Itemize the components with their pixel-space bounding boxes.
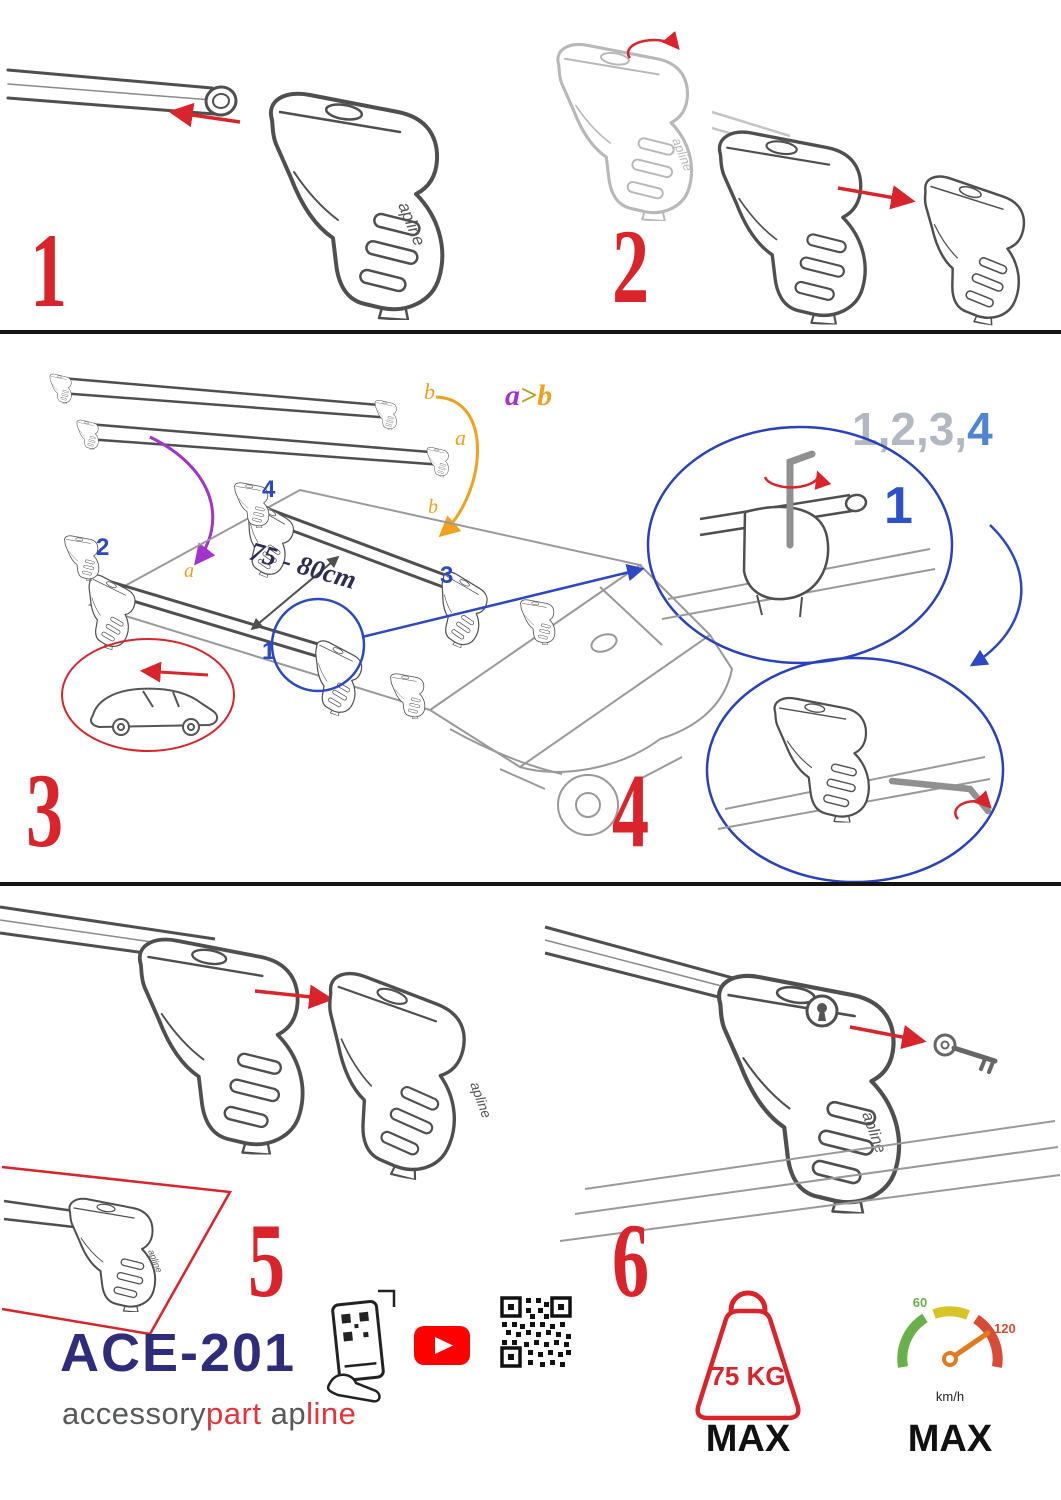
roof-label-a: a	[184, 560, 194, 582]
brand-part: part	[206, 1396, 262, 1431]
step2-assembled-ghost	[556, 42, 694, 221]
section-middle-illustration: b a a>b	[48, 373, 1023, 882]
detail-step-label: 1	[884, 477, 913, 535]
bar-b-label: b	[424, 379, 435, 404]
step6-number: 6	[612, 1202, 650, 1319]
step2-rotate-arrow	[626, 30, 680, 59]
section-divider-1	[0, 330, 1061, 334]
step1-crossbar	[6, 68, 238, 117]
detail-callout-arrow	[361, 564, 645, 639]
step1-foot-mount	[268, 91, 445, 320]
step6-key-arrow	[849, 1025, 927, 1050]
detail-callout-circle	[270, 597, 366, 693]
brand-accessory: accessory	[62, 1396, 207, 1431]
brand-line: line	[306, 1396, 357, 1431]
step5-foot-mount	[137, 937, 305, 1155]
step4-number: 4	[612, 752, 650, 869]
key-icon	[933, 1033, 998, 1074]
detail-ellipse-top	[646, 425, 954, 665]
speed-unit-label: km/h	[936, 1389, 964, 1404]
detail-top-content	[661, 450, 936, 620]
bar-a-label: a	[455, 425, 466, 450]
max-weight-icon: 75 KG	[695, 1290, 801, 1421]
allen-key-vertical	[786, 450, 816, 549]
scan-phone-icon	[326, 1289, 396, 1403]
section-top-illustration: apline apline	[6, 30, 1034, 330]
brand-logo-on-cover: apline	[467, 1080, 495, 1121]
detail-ellipse-bottom	[705, 656, 1005, 882]
loose-clamp-2	[64, 535, 100, 582]
step6-roof-rails	[559, 1120, 1061, 1242]
step5-result-inset: apline	[1, 1165, 233, 1336]
qr-code-icon	[500, 1296, 572, 1368]
loose-bar-a	[75, 419, 450, 478]
step1-insert-arrow	[168, 102, 241, 128]
step1-number: 1	[30, 212, 68, 329]
step2-cover-shell	[906, 173, 1034, 330]
loose-bar-b	[48, 373, 398, 431]
allen-key-side	[888, 777, 992, 815]
position-2: 2	[96, 534, 109, 561]
detail-bottom-content	[717, 696, 992, 830]
step2-cover-arrow	[837, 185, 916, 210]
roof-bar-a	[71, 572, 369, 720]
section-bottom-illustration: apline apline apline	[0, 905, 1061, 1421]
torque-arrow-top	[763, 470, 832, 490]
step5-cover-arrow	[254, 984, 334, 1009]
step3-number: 3	[26, 752, 64, 869]
speed-60-label: 60	[913, 1295, 927, 1310]
tighten-sequence: 1,2,3,4	[852, 403, 993, 455]
position-3: 3	[440, 562, 453, 589]
step2-number: 2	[612, 208, 650, 325]
car-direction-inset	[61, 638, 235, 752]
orange-guide-arrow	[435, 395, 479, 538]
lock-cylinder	[805, 994, 839, 1028]
purple-guide-arrow	[149, 435, 216, 566]
position-4: 4	[262, 476, 276, 503]
step2-foot-mount	[717, 130, 867, 325]
speedometer-icon: 60 120 km/h	[897, 1295, 1016, 1404]
distance-arrow	[250, 555, 340, 631]
youtube-icon	[414, 1326, 470, 1365]
brand-wordmark: accessorypart apline	[62, 1396, 356, 1432]
speed-max-label: MAX	[907, 1418, 993, 1460]
speed-120-label: 120	[994, 1321, 1016, 1336]
roof-bar-b	[227, 499, 495, 653]
loose-clamp-front	[390, 673, 426, 720]
weight-max-label: MAX	[705, 1418, 791, 1460]
torque-arrow-bottom	[954, 790, 992, 820]
roof-label-b: b	[428, 496, 438, 518]
max-weight-value: 75 KG	[710, 1361, 785, 1391]
mount-order-label: a>b	[505, 379, 552, 412]
step5-number: 5	[248, 1202, 286, 1319]
detail-link-arrow	[969, 524, 1023, 667]
section-divider-2	[0, 882, 1061, 886]
step5-cover-shell	[298, 968, 479, 1187]
loose-clamp-rear	[520, 599, 556, 646]
product-model: ACE-201	[60, 1323, 297, 1383]
brand-ap: ap	[270, 1396, 307, 1431]
